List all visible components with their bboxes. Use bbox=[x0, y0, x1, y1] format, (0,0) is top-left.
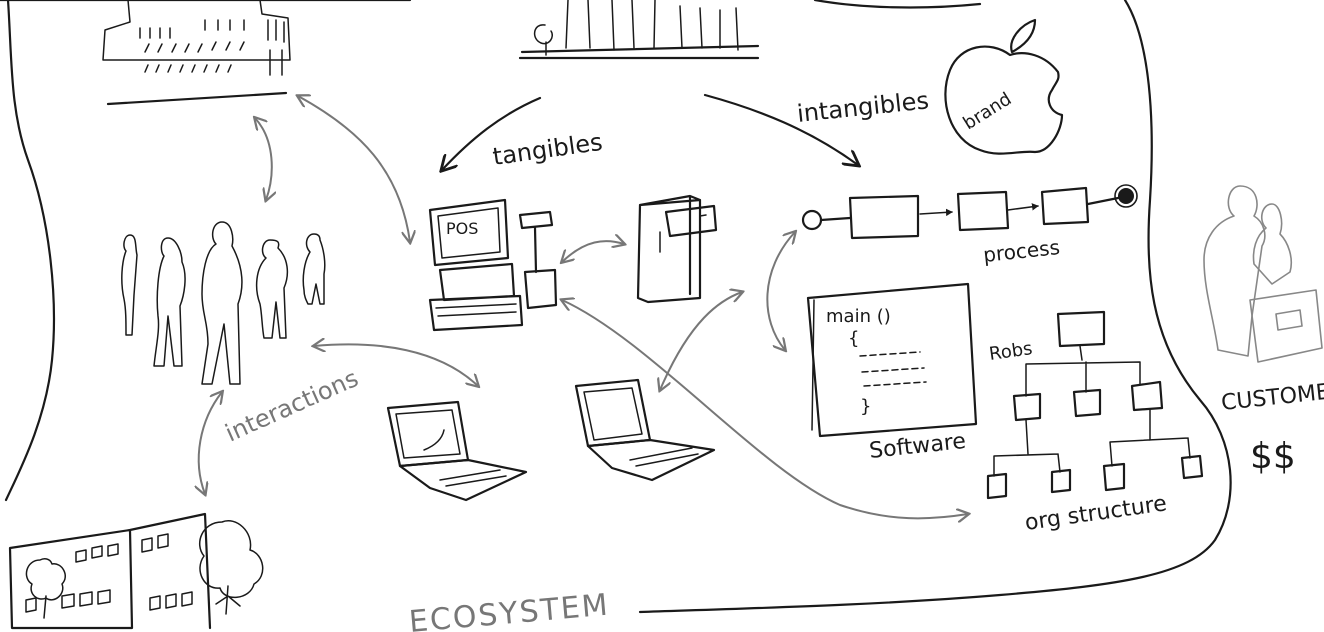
brand-label: brand bbox=[960, 89, 1016, 135]
intangibles-arrow bbox=[703, 93, 858, 165]
people-laptop-arrow bbox=[314, 344, 478, 386]
code-line-open-brace: { bbox=[848, 328, 859, 349]
process-label: process bbox=[982, 235, 1061, 267]
pos-label: POS bbox=[446, 219, 478, 238]
pos-terminal-icon: POS bbox=[428, 198, 558, 332]
intangibles-split-arrow bbox=[766, 232, 795, 350]
people-school-arrow bbox=[199, 392, 222, 494]
code-line-main: main () bbox=[826, 306, 891, 327]
org-structure-label: org structure bbox=[1023, 491, 1168, 536]
tangibles-arrow bbox=[442, 96, 542, 170]
ecosystem-label: ECOSYSTEM bbox=[408, 588, 611, 632]
pos-org-arrow bbox=[562, 300, 968, 518]
laptop-left-icon bbox=[386, 400, 528, 502]
building-pos-arrow bbox=[298, 96, 410, 242]
pos-cabinet-arrow bbox=[562, 241, 624, 262]
office-building-icon bbox=[102, 0, 291, 106]
file-cabinet-icon bbox=[636, 194, 718, 304]
roles-label: Robs bbox=[988, 338, 1034, 365]
ecosystem-boundary bbox=[0, 0, 1232, 614]
brand-apple-icon: brand bbox=[944, 18, 1064, 155]
school-building-icon bbox=[8, 512, 264, 630]
org-chart-icon bbox=[986, 310, 1204, 500]
software-code-box: main () { } bbox=[806, 282, 978, 438]
customer-label: CUSTOMER bbox=[1220, 378, 1324, 416]
intangibles-label: intangibles bbox=[796, 86, 930, 128]
building-people-arrow bbox=[255, 118, 272, 200]
laptop-process-arrow bbox=[660, 292, 742, 390]
tangibles-label: tangibles bbox=[491, 128, 604, 171]
customer-icon bbox=[1203, 185, 1323, 363]
interactions-label: interactions bbox=[221, 364, 362, 447]
money-label: $$ bbox=[1250, 436, 1296, 477]
code-line-close-brace: } bbox=[860, 396, 871, 417]
city-skyline-icon bbox=[518, 0, 760, 60]
laptop-right-icon bbox=[574, 378, 716, 482]
software-label: Software bbox=[868, 429, 967, 464]
process-flow bbox=[801, 184, 1138, 240]
people-group-icon bbox=[121, 221, 326, 385]
